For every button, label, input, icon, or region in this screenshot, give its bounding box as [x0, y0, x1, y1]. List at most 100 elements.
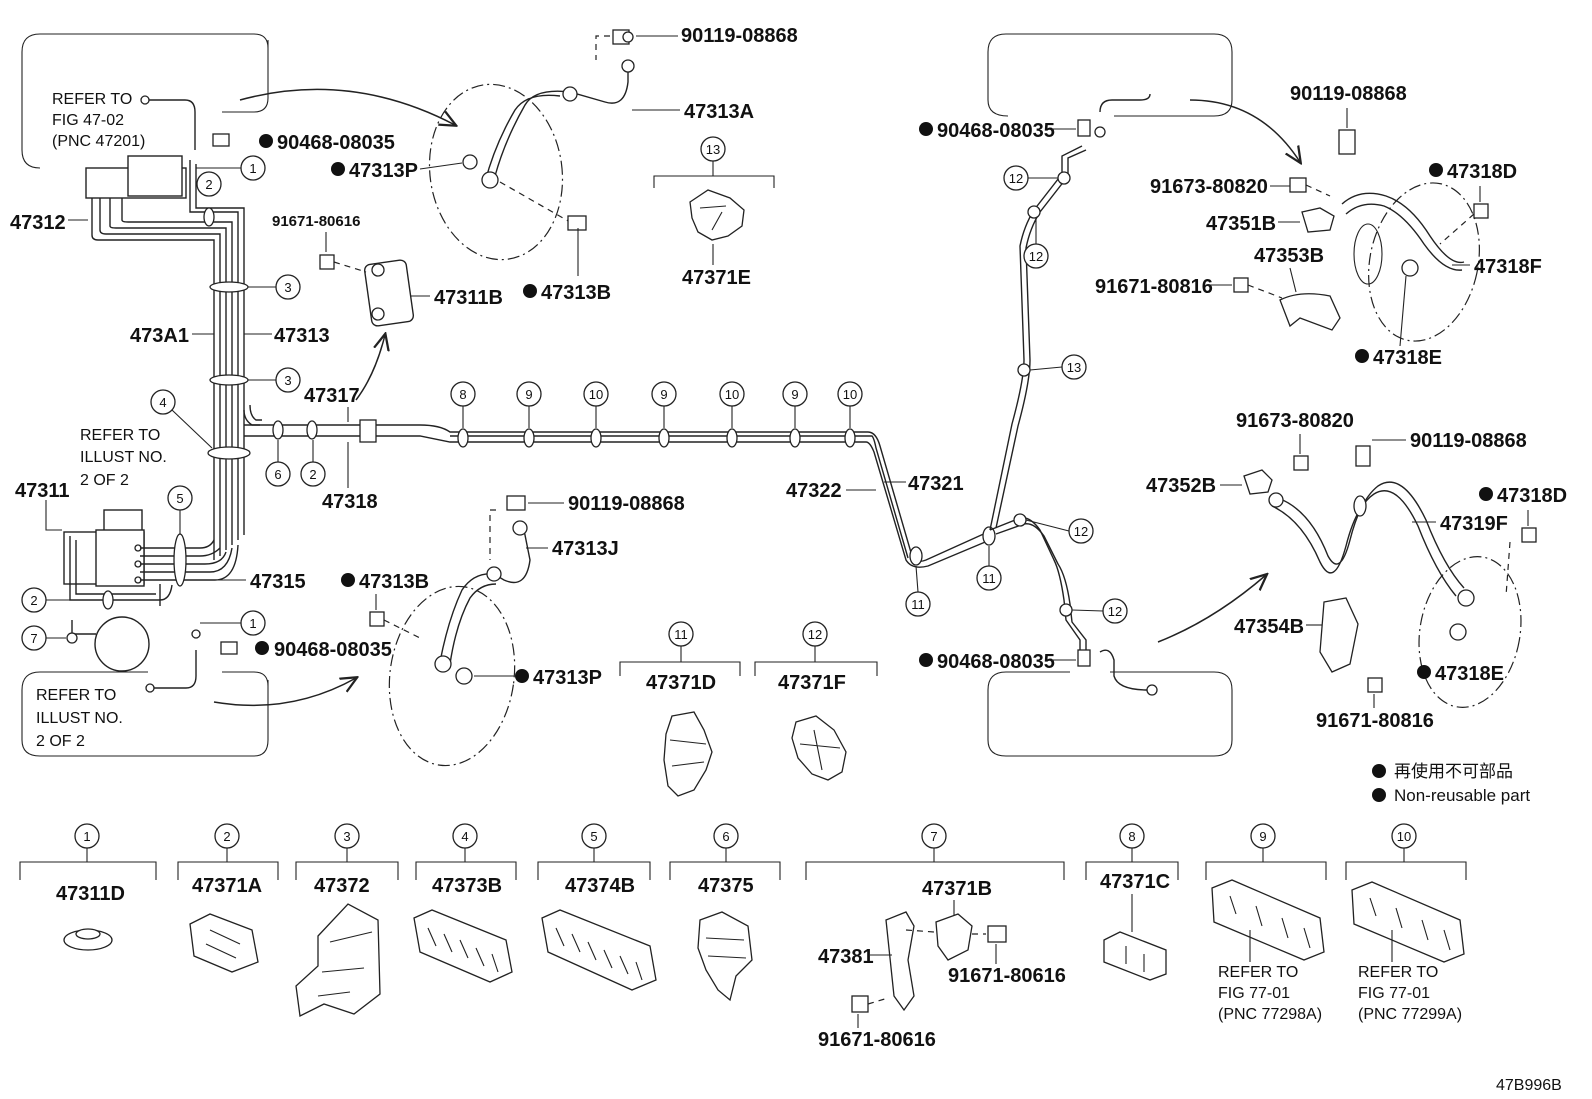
clamp-2-mid	[306, 420, 318, 440]
svg-text:3: 3	[343, 829, 350, 844]
part-label-47381: 47381	[818, 946, 874, 968]
svg-text:12: 12	[1108, 604, 1122, 619]
svg-text:5: 5	[176, 491, 183, 506]
svg-text:9: 9	[660, 387, 667, 402]
part-label-47352B: 47352B	[1146, 475, 1216, 497]
part-label-47313B-b: 47313B	[359, 571, 429, 593]
part-label-47375: 47375	[698, 875, 754, 897]
svg-text:2: 2	[30, 593, 37, 608]
bolt-90119-b	[506, 495, 526, 511]
clamp-3-lower	[209, 374, 249, 386]
bracket-group-11	[619, 661, 741, 676]
part-label-91671-80616-a: 91671-80616	[272, 213, 360, 230]
refer-illust-bottom-3: 2 OF 2	[36, 733, 85, 750]
svg-text:3: 3	[284, 373, 291, 388]
part-label-47313J: 47313J	[552, 538, 619, 560]
refer-77-01-a-line-1: REFER TO	[1218, 964, 1298, 981]
clip-10	[1351, 881, 1465, 963]
grommet-symbol	[212, 133, 230, 147]
clamp-4	[207, 446, 251, 460]
bolt-90119-c	[1338, 129, 1356, 155]
clip-47371f	[791, 715, 847, 781]
diagram-code: 47B996B	[1496, 1077, 1562, 1094]
svg-text:4: 4	[159, 395, 166, 410]
bracket-group-13	[653, 175, 775, 188]
bracket-47354b	[1319, 597, 1359, 673]
part-label-90119-08868-d: 90119-08868	[1410, 430, 1527, 452]
clamp-5	[173, 533, 187, 587]
refer-77-01-a-line-3: (PNC 77298A)	[1218, 1006, 1322, 1023]
refer-77-01-b-line-1: REFER TO	[1358, 964, 1438, 981]
refer-illust-top-3: 2 OF 2	[80, 472, 129, 489]
svg-text:3: 3	[284, 280, 291, 295]
non-reusable-dot	[331, 162, 345, 176]
non-reusable-dot	[523, 284, 537, 298]
clip-47371c	[1103, 931, 1167, 981]
clip-47371b	[935, 913, 973, 961]
detail-circle-rear-lower	[1418, 556, 1522, 708]
clamp-9-c	[789, 428, 801, 448]
part-label-47374B: 47374B	[565, 875, 635, 897]
svg-text:1: 1	[249, 161, 256, 176]
clip-47371e	[689, 189, 745, 241]
svg-text:5: 5	[590, 829, 597, 844]
svg-text:6: 6	[722, 829, 729, 844]
part-label-47322: 47322	[786, 480, 842, 502]
part-label-47351B: 47351B	[1206, 213, 1276, 235]
part-label-47319F: 47319F	[1440, 513, 1508, 535]
svg-text:12: 12	[1029, 249, 1043, 264]
flex-hose-47313j	[439, 529, 531, 663]
part-label-47371A: 47371A	[192, 875, 262, 897]
part-label-47311B: 47311B	[434, 287, 503, 309]
svg-text:1: 1	[83, 829, 90, 844]
part-label-47321: 47321	[908, 473, 964, 495]
part-label-91671-80816-a: 91671-80816	[1095, 276, 1213, 298]
reference-box-bottom-left	[21, 671, 269, 757]
part-label-90468-08035-d: 90468-08035	[937, 651, 1055, 673]
svg-text:2: 2	[205, 177, 212, 192]
non-reusable-dot	[1355, 349, 1369, 363]
flow-arrow-bottom-right	[1157, 575, 1266, 643]
part-label-90119-08868-b: 90119-08868	[568, 493, 685, 515]
legend-text-en: Non-reusable part	[1394, 786, 1530, 805]
part-label-91671-80616-c: 91671-80616	[818, 1029, 936, 1051]
bracket-47351b	[1301, 207, 1335, 233]
refer-illust-bottom-2: ILLUST NO.	[36, 710, 123, 727]
clamp-10-b	[726, 428, 738, 448]
union-joint	[359, 419, 377, 443]
non-reusable-dot	[919, 653, 933, 667]
clamp-2-bottom	[102, 590, 114, 610]
legend-dot-en	[1372, 788, 1386, 802]
part-label-90119-08868-c: 90119-08868	[1290, 83, 1407, 105]
non-reusable-dot	[1479, 487, 1493, 501]
part-label-47312: 47312	[10, 212, 66, 234]
clip-47371d	[663, 711, 713, 797]
part-label-47313B-a: 47313B	[541, 282, 611, 304]
clip-47371a	[189, 913, 259, 973]
part-label-47371E: 47371E	[682, 267, 751, 289]
svg-text:12: 12	[808, 627, 822, 642]
part-label-90468-08035-a: 90468-08035	[277, 132, 395, 154]
part-label-47318F: 47318F	[1474, 256, 1542, 278]
legend-dot-jp	[1372, 764, 1386, 778]
svg-text:2: 2	[223, 829, 230, 844]
part-label-47353B: 47353B	[1254, 245, 1324, 267]
part-label-47313A: 47313A	[684, 101, 754, 123]
refer-note-line-1: REFER TO	[52, 91, 132, 108]
part-label-47372: 47372	[314, 875, 370, 897]
grommet-symbol-d	[1077, 649, 1091, 667]
svg-text:1: 1	[249, 616, 256, 631]
flex-hose-47318f	[1341, 192, 1465, 264]
part-label-47315: 47315	[250, 571, 306, 593]
part-label-47354B: 47354B	[1234, 616, 1304, 638]
svg-text:2: 2	[309, 467, 316, 482]
grommet-symbol-b	[220, 641, 238, 655]
svg-text:10: 10	[725, 387, 739, 402]
bottom-parts-row: 1 47311D 2 47371A 3 47372 4 47373B 5 473…	[19, 823, 1467, 1051]
svg-text:7: 7	[30, 631, 37, 646]
callouts: 1 2 3 3 4 6 2 5 2 7 1 8 9 10 9 10 9 10 1…	[21, 155, 1128, 651]
bracket-group-12	[754, 661, 878, 676]
abs-actuator-block	[95, 529, 145, 587]
non-reusable-dot	[919, 122, 933, 136]
